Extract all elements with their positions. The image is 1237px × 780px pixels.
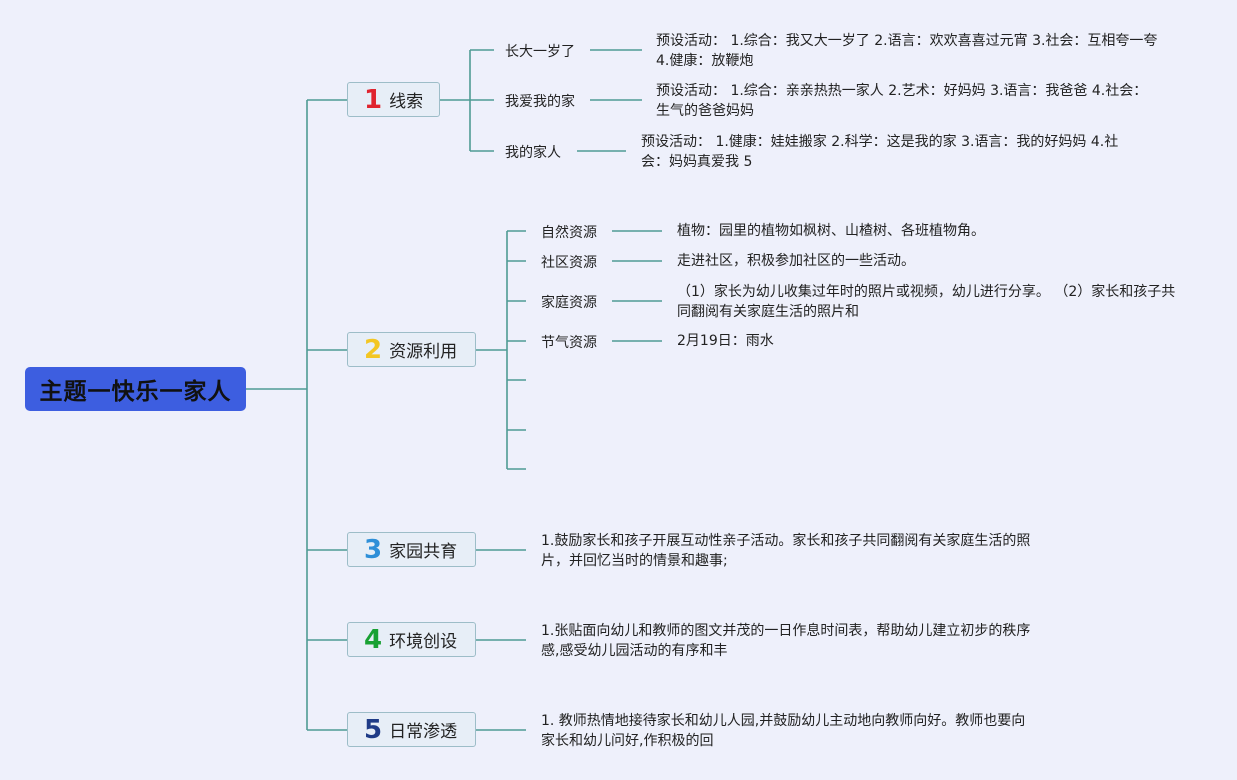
resource-topic[interactable]: 社区资源 bbox=[541, 255, 597, 271]
resource-detail: 走进社区，积极参加社区的一些活动。 bbox=[677, 253, 915, 269]
resource-detail: 植物：园里的植物如枫树、山楂树、各班植物角。 bbox=[677, 223, 985, 239]
branch-label: 线索 bbox=[389, 92, 424, 112]
number-4-icon: 4 bbox=[364, 624, 383, 655]
clue-detail: 预设活动： 1.综合：我又大一岁了 2.语言：欢欢喜喜过元宵 3.社会：互相夸一… bbox=[656, 33, 1158, 69]
daily-detail: 1. 教师热情地接待家长和幼儿人园,并鼓励幼儿主动地向教师向好。教师也要向家长和… bbox=[541, 713, 1026, 749]
resource-topic[interactable]: 家庭资源 bbox=[541, 295, 597, 311]
branch-label: 资源利用 bbox=[389, 342, 458, 362]
branch-label: 日常渗透 bbox=[389, 722, 458, 742]
clue-detail: 预设活动： 1.健康：娃娃搬家 2.科学：这是我的家 3.语言：我的好妈妈 4.… bbox=[641, 134, 1119, 170]
number-5-icon: 5 bbox=[364, 714, 383, 745]
branch-environment[interactable]: 4 环境创设 bbox=[347, 622, 476, 657]
branch-resources[interactable]: 2 资源利用 bbox=[347, 332, 476, 367]
clue-topic[interactable]: 长大一岁了 bbox=[505, 44, 575, 60]
resource-topic[interactable]: 自然资源 bbox=[541, 225, 597, 241]
clue-detail: 预设活动： 1.综合：亲亲热热一家人 2.艺术：好妈妈 3.语言：我爸爸 4.社… bbox=[656, 83, 1148, 119]
number-1-icon: 1 bbox=[364, 84, 383, 115]
resource-detail: （1）家长为幼儿收集过年时的照片或视频，幼儿进行分享。 （2）家长和孩子共同翻阅… bbox=[677, 284, 1176, 320]
branch-label: 家园共育 bbox=[389, 542, 458, 562]
branch-daily[interactable]: 5 日常渗透 bbox=[347, 712, 476, 747]
branch-clues[interactable]: 1 线索 bbox=[347, 82, 440, 117]
number-3-icon: 3 bbox=[364, 534, 383, 565]
branch-label: 环境创设 bbox=[389, 632, 458, 652]
number-2-icon: 2 bbox=[364, 334, 383, 365]
resource-topic[interactable]: 节气资源 bbox=[541, 335, 597, 351]
resource-detail: 2月19日：雨水 bbox=[677, 333, 774, 349]
environment-detail: 1.张贴面向幼儿和教师的图文并茂的一日作息时间表，帮助幼儿建立初步的秩序感,感受… bbox=[541, 623, 1031, 659]
root-topic[interactable]: 主题一快乐一家人 bbox=[25, 367, 246, 411]
clue-topic[interactable]: 我的家人 bbox=[505, 145, 561, 161]
clue-topic[interactable]: 我爱我的家 bbox=[505, 94, 575, 110]
home-school-detail: 1.鼓励家长和孩子开展互动性亲子活动。家长和孩子共同翻阅有关家庭生活的照片，并回… bbox=[541, 533, 1031, 569]
branch-home-school[interactable]: 3 家园共育 bbox=[347, 532, 476, 567]
